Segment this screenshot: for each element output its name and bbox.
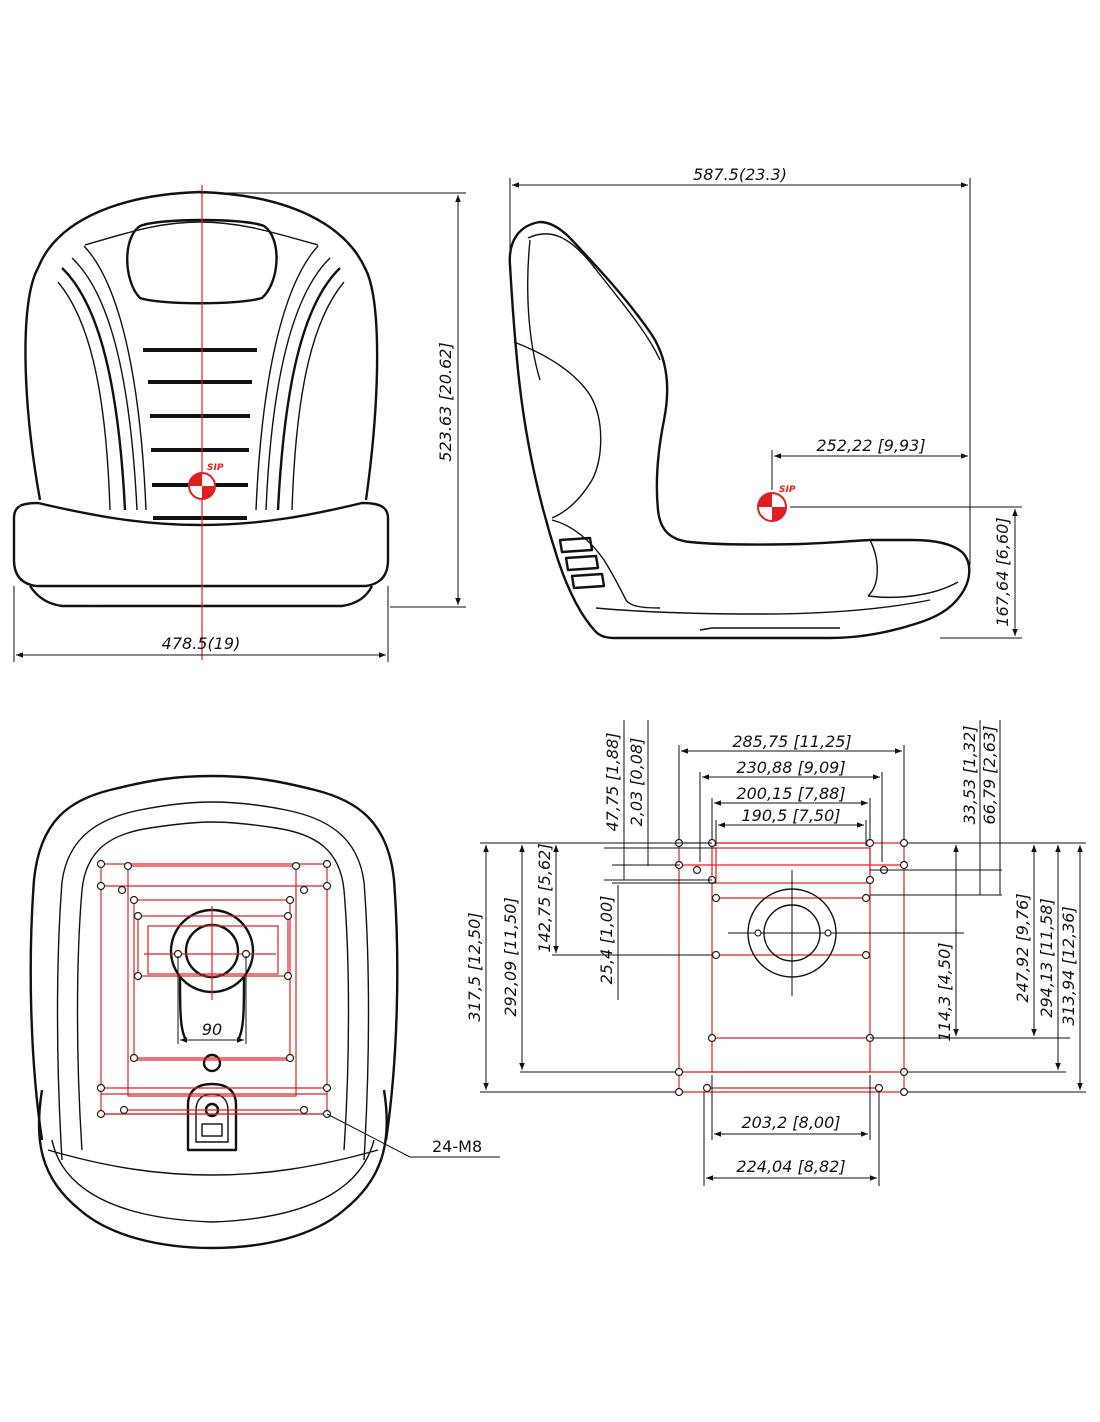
dim-47-75: 47,75 [1,88]: [603, 733, 622, 832]
side-seat-outline: [508, 220, 971, 640]
dim-33-53: 33,53 [1,32]: [960, 726, 979, 825]
bottom-spacing-dimension: 90: [202, 1020, 222, 1039]
side-sip-vertical-dimension: 167,64 [6,60]: [993, 517, 1012, 626]
dim-66-79: 66,79 [2,63]: [980, 726, 999, 825]
dim-2-03: 2,03 [0,08]: [627, 738, 646, 827]
dim-25-4: 25,4 [1,00]: [597, 896, 616, 985]
front-sip-label: SIP: [207, 463, 224, 473]
side-depth-dimension: 587.5(23.3): [693, 165, 787, 184]
front-left-bolster: [61, 267, 127, 511]
front-sip-marker: SIP: [188, 463, 224, 500]
side-sip-marker: SIP: [757, 485, 796, 522]
dim-114-3: 114,3 [4,50]: [935, 943, 954, 1042]
dim-203-2: 203,2 [8,00]: [742, 1113, 841, 1132]
dim-317-5: 317,5 [12,50]: [465, 912, 484, 1021]
dim-313-94: 313,94 [12,36]: [1059, 906, 1078, 1025]
dim-230-88: 230,88 [9,09]: [736, 758, 845, 777]
dim-247-92: 247,92 [9,76]: [1013, 893, 1032, 1002]
side-sip-label: SIP: [779, 485, 796, 495]
hole-pattern-detail: 285,75 [11,25] 230,88 [9,09] 200,15 [7,8…: [465, 720, 1086, 1186]
side-view: SIP 587.5(23.3) 252,22 [9,93] 167,64 [6,…: [508, 165, 1022, 640]
side-sip-horizontal-dimension: 252,22 [9,93]: [816, 436, 925, 455]
front-height-dimension: 523.63 [20.62]: [436, 342, 455, 461]
dim-224-04: 224,04 [8,82]: [736, 1157, 845, 1176]
dim-200-15: 200,15 [7,88]: [736, 784, 845, 803]
bolt-callout: 24-M8: [432, 1137, 482, 1156]
front-headrest-window: [126, 218, 278, 305]
dim-190-5: 190,5 [7,50]: [742, 806, 841, 825]
front-seat-cushion: [12, 501, 390, 588]
front-backrest-outline: [24, 190, 379, 501]
dim-285-75: 285,75 [11,25]: [732, 732, 851, 751]
bottom-mounting-pattern: [100, 863, 328, 1115]
bottom-mounting-holes: [96, 859, 332, 1119]
front-right-bolster: [276, 267, 341, 511]
dim-294-13: 294,13 [11,58]: [1037, 898, 1056, 1017]
dim-142-75: 142,75 [5,62]: [535, 843, 554, 952]
front-width-dimension: 478.5(19): [162, 634, 241, 653]
front-view: SIP 523.63 [20.62] 478.5(19): [12, 185, 466, 662]
bottom-outer-shell: [29, 774, 399, 1141]
bottom-view: 90 24-M8: [29, 774, 500, 1250]
dim-292-09: 292,09 [11,50]: [501, 897, 520, 1016]
